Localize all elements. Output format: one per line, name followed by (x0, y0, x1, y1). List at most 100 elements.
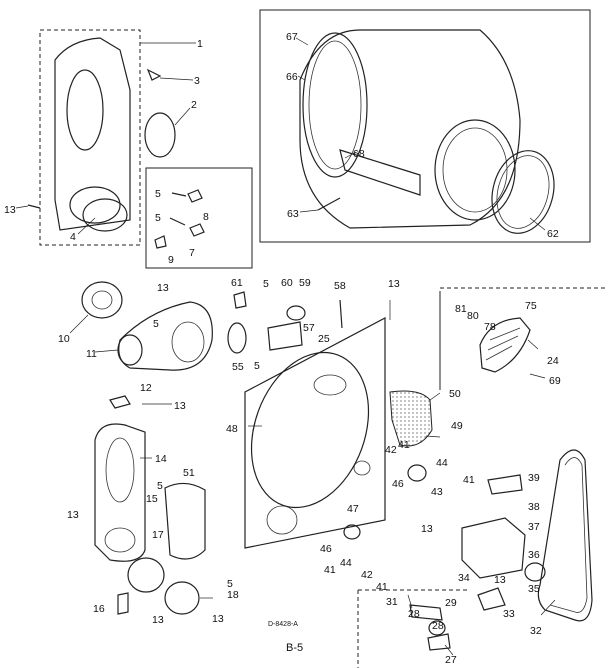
rear-panel-hole-lower (266, 505, 298, 535)
callout-24: 24 (547, 355, 559, 367)
callout-69: 69 (549, 375, 561, 387)
callout-32: 32 (530, 625, 542, 637)
blower-wheel-hub (91, 290, 113, 310)
callout-15: 15 (146, 493, 158, 505)
drum-baffle (339, 149, 421, 196)
callout-5: 5 (157, 480, 163, 492)
callout-42: 42 (361, 569, 373, 581)
callout-43: 43 (431, 486, 443, 498)
front-panel (54, 37, 131, 231)
callout-51: 51 (183, 467, 195, 479)
callout-55: 55 (232, 361, 244, 373)
idler-arm-31 (409, 604, 443, 621)
callout-18: 18 (227, 589, 239, 601)
callout-60: 60 (281, 277, 293, 289)
pulley-44 (407, 464, 427, 482)
idler-pulley-28 (428, 620, 446, 636)
callout-13: 13 (421, 523, 433, 535)
idler-spring-27 (427, 633, 451, 651)
drum-shell (299, 29, 521, 229)
callout-14: 14 (155, 453, 167, 465)
callout-13: 13 (67, 509, 79, 521)
callout-66: 66 (286, 71, 298, 83)
callout-68: 68 (353, 148, 365, 160)
callout-12: 12 (140, 382, 152, 394)
callout-35: 35 (528, 583, 540, 595)
duct-clip-12 (109, 395, 131, 409)
front-panel-group (27, 29, 176, 246)
callout-44: 44 (436, 457, 448, 469)
callout-67: 67 (286, 31, 298, 43)
callout-5: 5 (227, 578, 233, 590)
callout-28: 28 (432, 620, 444, 632)
callout-57: 57 (303, 322, 315, 334)
rear-panel-hole-upper (313, 374, 347, 396)
motor-17 (127, 557, 165, 593)
motor-group (343, 449, 593, 622)
page-label: B-5 (286, 642, 303, 654)
callout-13: 13 (157, 282, 169, 294)
door-seal (82, 198, 128, 232)
callout-8: 8 (203, 211, 209, 223)
blower-wheel (81, 281, 123, 319)
front-panel-frame (39, 29, 141, 246)
callout-42: 42 (385, 444, 397, 456)
callout-44: 44 (340, 557, 352, 569)
callout-78: 78 (484, 321, 496, 333)
callout-41: 41 (398, 439, 410, 451)
screw-13 (27, 204, 41, 209)
callout-37: 37 (528, 521, 540, 533)
clip-9 (154, 235, 167, 249)
callout-27: 27 (445, 654, 457, 666)
callout-17: 17 (152, 529, 164, 541)
callout-41: 41 (463, 474, 475, 486)
lint-filter-51 (164, 482, 206, 560)
screw-58 (339, 299, 343, 329)
screw-upper (171, 192, 187, 197)
exhaust-hood-louvers (485, 327, 521, 361)
exhaust-hood-group (439, 287, 608, 390)
lamp-group (227, 291, 343, 354)
bracket-57 (267, 321, 303, 351)
callout-47: 47 (347, 503, 359, 515)
callout-39: 39 (528, 472, 540, 484)
callout-33: 33 (503, 608, 515, 620)
callout-9: 9 (168, 254, 174, 266)
callout-5: 5 (155, 212, 161, 224)
callout-1: 1 (197, 38, 203, 50)
drum-rear-rim (302, 32, 368, 178)
callout-5: 5 (155, 188, 161, 200)
duct-group (94, 395, 206, 615)
drum-rear-rim-inner (308, 40, 362, 170)
callout-41: 41 (376, 581, 388, 593)
rear-panel (244, 317, 386, 549)
lamp-55 (227, 322, 247, 354)
lint-duct-window (105, 437, 135, 503)
callout-4: 4 (70, 231, 76, 243)
pulley-44-lower (343, 524, 361, 540)
blower-housing-outlet (171, 321, 205, 363)
bracket-16 (117, 592, 129, 615)
callout-16: 16 (93, 603, 105, 615)
motor-pulley (524, 562, 546, 582)
rear-panel-group (244, 317, 433, 549)
callout-5: 5 (263, 278, 269, 290)
bracket-part (146, 68, 162, 81)
leader-lines (15, 37, 556, 656)
drum-front-opening (434, 119, 516, 221)
motor-18 (164, 581, 200, 615)
lamp-socket-61 (233, 291, 247, 309)
rear-panel-drum-opening (250, 351, 370, 509)
callout-34: 34 (458, 572, 470, 584)
clip-8 (187, 189, 203, 203)
callout-7: 7 (189, 247, 195, 259)
callout-59: 59 (299, 277, 311, 289)
callout-49: 49 (451, 420, 463, 432)
callout-61: 61 (231, 277, 243, 289)
hardware-box (145, 167, 253, 269)
callout-62: 62 (547, 228, 559, 240)
lint-duct (94, 423, 146, 562)
callout-25: 25 (318, 333, 330, 345)
callout-13: 13 (494, 574, 506, 586)
